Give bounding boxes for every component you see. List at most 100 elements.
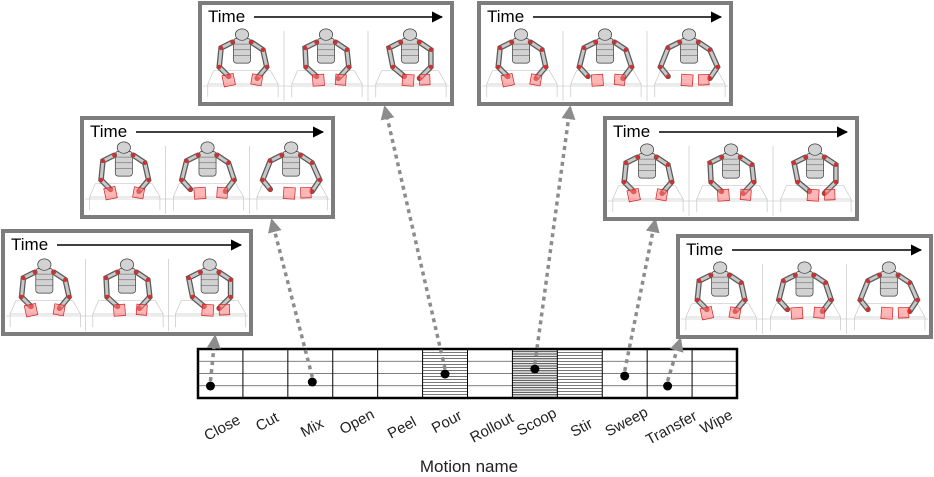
motion-label-peel: Peel (385, 413, 419, 442)
motion-label-rollout: Rollout (467, 409, 517, 446)
robot-head (713, 261, 728, 274)
robot-joint (785, 307, 790, 312)
robot-arm-core (777, 273, 797, 311)
table-surface (291, 70, 363, 85)
robot-joint (317, 177, 322, 183)
robot-joint (915, 297, 920, 303)
robot-joint (197, 270, 203, 275)
robot-joint (696, 40, 701, 45)
gripper-ghost (813, 306, 826, 319)
robot-joint (230, 40, 235, 45)
robot-joint (635, 155, 640, 160)
robot-joint (811, 273, 817, 278)
robot-joint (738, 155, 743, 160)
robot-joint (665, 162, 671, 167)
robot-head (37, 258, 52, 271)
robot-joint (386, 45, 392, 51)
robot-torso (806, 153, 824, 179)
robot-joint (528, 40, 533, 45)
gripper-ghost (311, 73, 325, 87)
robot-joint (344, 47, 350, 52)
robot-joint (147, 294, 152, 300)
robot-joint (184, 158, 189, 164)
motion-dot-scoop (530, 364, 540, 374)
robot-joint (115, 270, 120, 275)
robot-joint (612, 40, 617, 45)
robot-joint (907, 280, 912, 285)
robot-joint (833, 179, 839, 185)
gripper-ghost (626, 188, 641, 203)
robot-joint (539, 47, 545, 52)
robot-joint (708, 179, 714, 185)
robot-joint (303, 64, 309, 70)
gripper-ghost (897, 306, 910, 319)
robot-joint (858, 297, 863, 303)
gripper-ghost (103, 186, 118, 201)
robot-arm-core (260, 153, 284, 191)
robot-head (723, 143, 738, 156)
robot-joint (751, 179, 756, 185)
robot-joint (496, 64, 501, 70)
robot-joint (742, 297, 748, 303)
robot-arm-core (299, 153, 322, 193)
robot-joint (104, 294, 110, 300)
gripper-ghost (216, 186, 229, 199)
robot-joint (776, 297, 782, 303)
table-surface (9, 300, 82, 315)
robot-arm-core (303, 40, 318, 78)
robot-joint (179, 177, 185, 183)
robot-arm-core (334, 40, 351, 80)
robot-joint (727, 273, 732, 278)
robot-joint (63, 277, 68, 282)
gripper-ghost (790, 306, 804, 320)
robot-arm-core (622, 155, 639, 193)
robot-joint (217, 64, 222, 70)
robot-arm-core (697, 40, 720, 80)
table-surface (92, 300, 164, 315)
gripper-ghost (418, 73, 431, 86)
robot-arm-core (695, 273, 713, 311)
motion-label-mix: Mix (298, 415, 327, 441)
axis-title: Motion name (420, 457, 518, 476)
robot-joint (669, 179, 674, 185)
robot-joint (623, 160, 629, 166)
robot-torso (512, 38, 530, 64)
robot-joint (428, 47, 434, 52)
robot-joint (577, 64, 582, 70)
robot-torso (233, 38, 251, 64)
robot-joint (260, 177, 265, 183)
robot-joint (593, 40, 598, 45)
robot-arm-core (215, 153, 236, 193)
motion-dot-mix (307, 377, 317, 387)
robot-arm-core (217, 270, 233, 310)
robot-joint (658, 64, 663, 70)
gripper-ghost (334, 73, 347, 86)
robot-joint (715, 64, 720, 70)
robot-joint (302, 45, 308, 51)
motion-label-cut: Cut (253, 409, 282, 435)
robot-head (797, 261, 812, 274)
robot-arm-core (613, 40, 634, 80)
robot-joint (98, 177, 104, 183)
robot-arm-core (104, 270, 119, 308)
robot-joint (298, 153, 303, 158)
motion-dot-sweep (620, 371, 630, 381)
gripper-ghost (613, 73, 626, 86)
robot-head (807, 143, 822, 156)
robot-joint (822, 155, 827, 160)
robot-joint (260, 47, 266, 52)
robot-arm-core (739, 155, 756, 195)
robot-joint (314, 40, 319, 45)
robot-torso (638, 153, 656, 179)
robot-joint (188, 187, 193, 192)
pointer-transfer (665, 337, 684, 382)
robot-joint (228, 277, 233, 282)
gripper-ghost (112, 303, 126, 317)
robot-arm-core (792, 155, 811, 193)
robot-head (681, 28, 696, 41)
motion-dot-close (205, 381, 215, 391)
robot-joint (665, 45, 671, 51)
motion-label-transfer: Transfer (643, 408, 700, 449)
robot-torso (282, 151, 301, 177)
